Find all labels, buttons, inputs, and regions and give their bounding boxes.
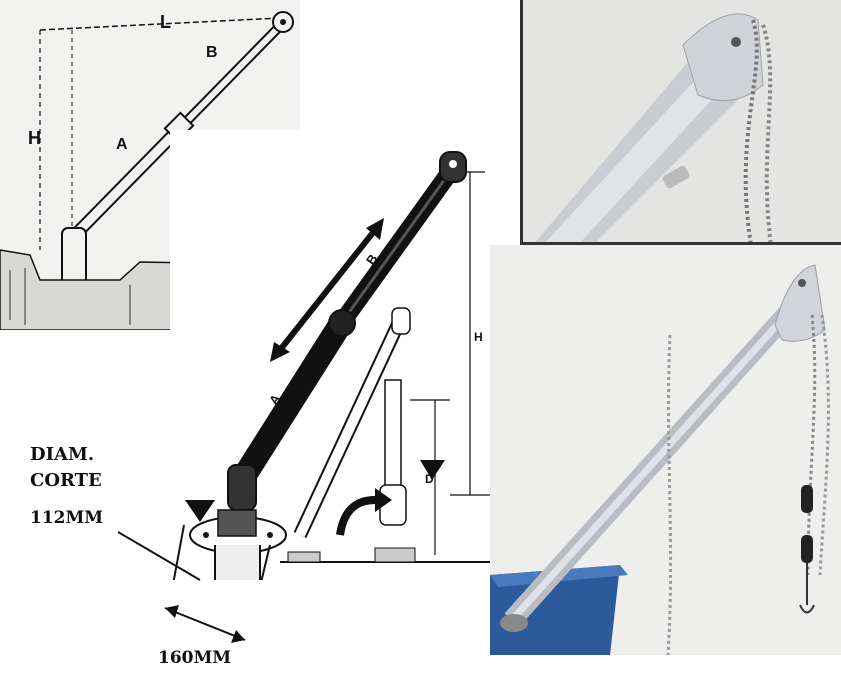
davit-mounted-photo-rendering <box>490 245 841 655</box>
dimension-label-l: L <box>160 12 171 32</box>
dimension-label-h: H <box>474 330 483 344</box>
segment-label-a: A <box>116 136 128 153</box>
dimension-label-h: H <box>28 128 41 148</box>
photo-davit-mounted <box>490 245 841 655</box>
davit-head-photo-rendering <box>523 0 841 242</box>
diameter-label-line2: CORTE <box>30 470 102 491</box>
photo-davit-head-closeup <box>520 0 841 245</box>
segment-label-b: B <box>206 44 218 61</box>
davit-main-drawing <box>172 151 505 580</box>
diameter-value: 112MM <box>30 508 104 528</box>
diameter-label-line1: DIAM. <box>30 444 95 465</box>
dimension-label-d: D <box>425 472 434 486</box>
base-width-value: 160MM <box>158 648 232 668</box>
davit-sketch-operation: B A H D <box>170 130 510 580</box>
